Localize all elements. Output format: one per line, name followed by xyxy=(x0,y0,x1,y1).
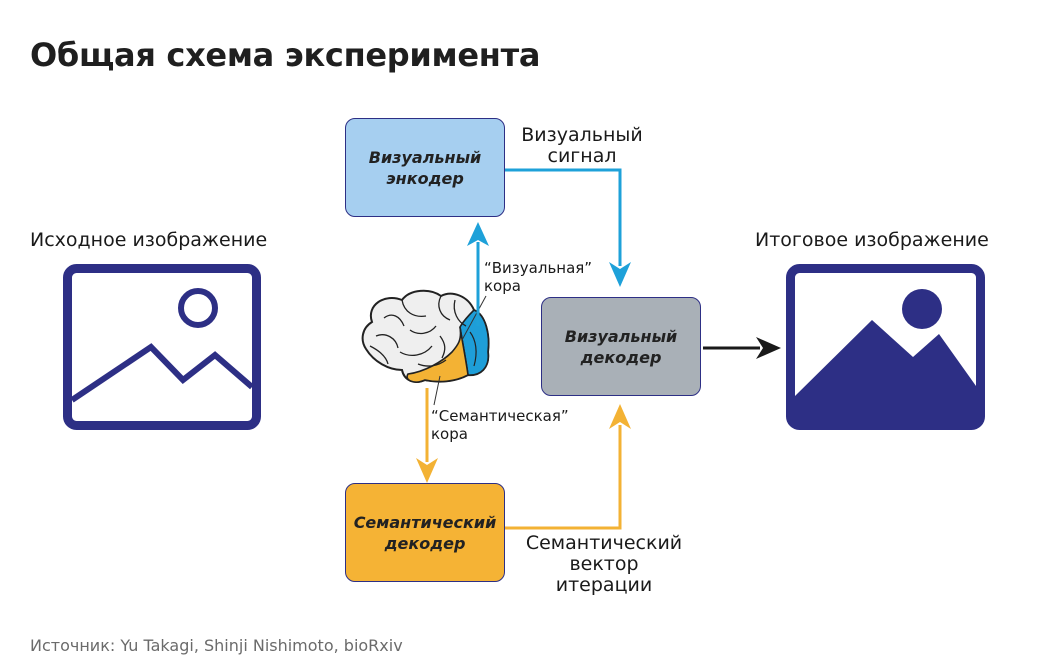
source-credit: Источник: Yu Takagi, Shinji Nishimoto, b… xyxy=(30,636,403,655)
visual-cortex-label: “Визуальная” кора xyxy=(484,259,592,295)
semantic-vector-line3: итерации xyxy=(555,574,653,596)
arrow-cortex-to-encoder xyxy=(467,222,489,326)
visual-encoder-label-line2: энкодер xyxy=(386,168,464,188)
visual-cortex-line1: “Визуальная” xyxy=(484,259,593,277)
arrow-decoder-to-output xyxy=(703,337,781,359)
semantic-cortex-line1: “Семантическая” xyxy=(431,407,569,425)
output-image-label: Итоговое изображение xyxy=(755,229,989,251)
visual-decoder-label-line1: Визуальный xyxy=(564,326,678,346)
visual-cortex-leader xyxy=(461,295,487,341)
semantic-vector-label: Семантический вектор итерации xyxy=(515,533,693,596)
input-image-label: Исходное изображение xyxy=(30,229,268,251)
visual-encoder-label-line1: Визуальный xyxy=(368,147,482,167)
arrow-semantic-to-visual-decoder xyxy=(505,404,631,530)
semantic-vector-line2: вектор xyxy=(569,553,639,575)
image-filled-icon xyxy=(786,264,985,430)
semantic-cortex-leader xyxy=(433,375,441,406)
arrow-cortex-to-semantic-decoder xyxy=(416,388,438,483)
visual-decoder-label-line2: декодер xyxy=(580,347,662,367)
semantic-decoder-label-line1: Семантический xyxy=(353,512,497,532)
visual-decoder-box: Визуальный декодер xyxy=(541,297,701,396)
arrow-encoder-to-decoder xyxy=(505,168,631,287)
visual-cortex-line2: кора xyxy=(484,277,521,295)
semantic-decoder-box: Семантический декодер xyxy=(345,483,505,582)
semantic-cortex-label: “Семантическая” кора xyxy=(431,407,569,443)
visual-signal-label: Визуальный сигнал xyxy=(512,125,652,167)
semantic-decoder-label-line2: декодер xyxy=(384,533,466,553)
page-title: Общая схема эксперимента xyxy=(30,36,541,74)
semantic-cortex-line2: кора xyxy=(431,425,468,443)
brain-icon xyxy=(361,289,490,383)
visual-signal-line2: сигнал xyxy=(547,145,617,167)
visual-encoder-box: Визуальный энкодер xyxy=(345,118,505,217)
visual-signal-line1: Визуальный xyxy=(521,124,643,146)
image-outline-icon xyxy=(63,264,261,430)
semantic-vector-line1: Семантический xyxy=(525,532,683,554)
